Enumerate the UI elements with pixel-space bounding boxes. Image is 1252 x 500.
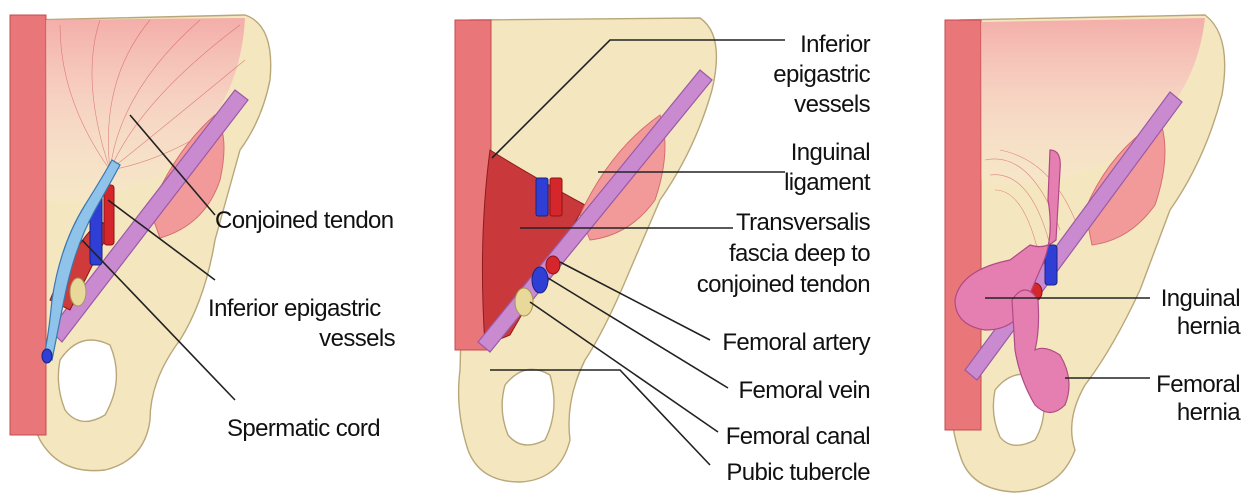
panel-hernias: Inguinal hernia Femoral hernia	[945, 15, 1241, 492]
label-femoral-artery: Femoral artery	[722, 329, 870, 356]
inferior-epigastric-vein-2	[536, 178, 548, 216]
label-p2-inguinal: Inguinal	[791, 139, 870, 166]
label-femoral-hernia-2: hernia	[1177, 399, 1241, 426]
label-femoral-vein: Femoral vein	[738, 377, 870, 404]
label-p2-epigastric: epigastric	[773, 61, 870, 88]
label-conjoined-tendon: Conjoined tendon	[215, 207, 394, 234]
label-p2-inferior: Inferior	[800, 31, 871, 58]
obturator-foramen-2	[502, 369, 554, 445]
panel-inguinal-anatomy: Conjoined tendon Inferior epigastric ves…	[10, 15, 396, 471]
label-p2-vessels: vessels	[794, 91, 870, 118]
label-pubic-tubercle: Pubic tubercle	[726, 459, 870, 486]
label-p2-transversalis: Transversalis	[736, 209, 871, 236]
femoral-vein	[532, 267, 548, 293]
label-inferior-epigastric-line1: Inferior epigastric	[208, 295, 381, 322]
label-inguinal-hernia-1: Inguinal	[1161, 285, 1240, 312]
inferior-epigastric-artery	[104, 185, 114, 245]
panel-femoral-anatomy: Inferior epigastric vessels Inguinal lig…	[455, 18, 871, 486]
label-p2-ligament: ligament	[784, 169, 871, 196]
label-inferior-epigastric-line2: vessels	[319, 325, 395, 352]
label-femoral-hernia-1: Femoral	[1156, 371, 1240, 398]
label-femoral-canal: Femoral canal	[726, 423, 870, 450]
label-spermatic-cord: Spermatic cord	[227, 415, 380, 442]
label-inguinal-hernia-2: hernia	[1177, 313, 1241, 340]
cord-end	[42, 349, 52, 363]
obturator-foramen	[58, 340, 116, 421]
rectus-abdominis	[10, 15, 46, 435]
femoral-artery	[546, 256, 560, 274]
label-p2-conjoined: conjoined tendon	[697, 271, 870, 298]
label-p2-fascia: fascia deep to	[729, 240, 870, 267]
inferior-epigastric-artery-2	[550, 178, 562, 216]
femoral-canal-1	[70, 278, 86, 306]
